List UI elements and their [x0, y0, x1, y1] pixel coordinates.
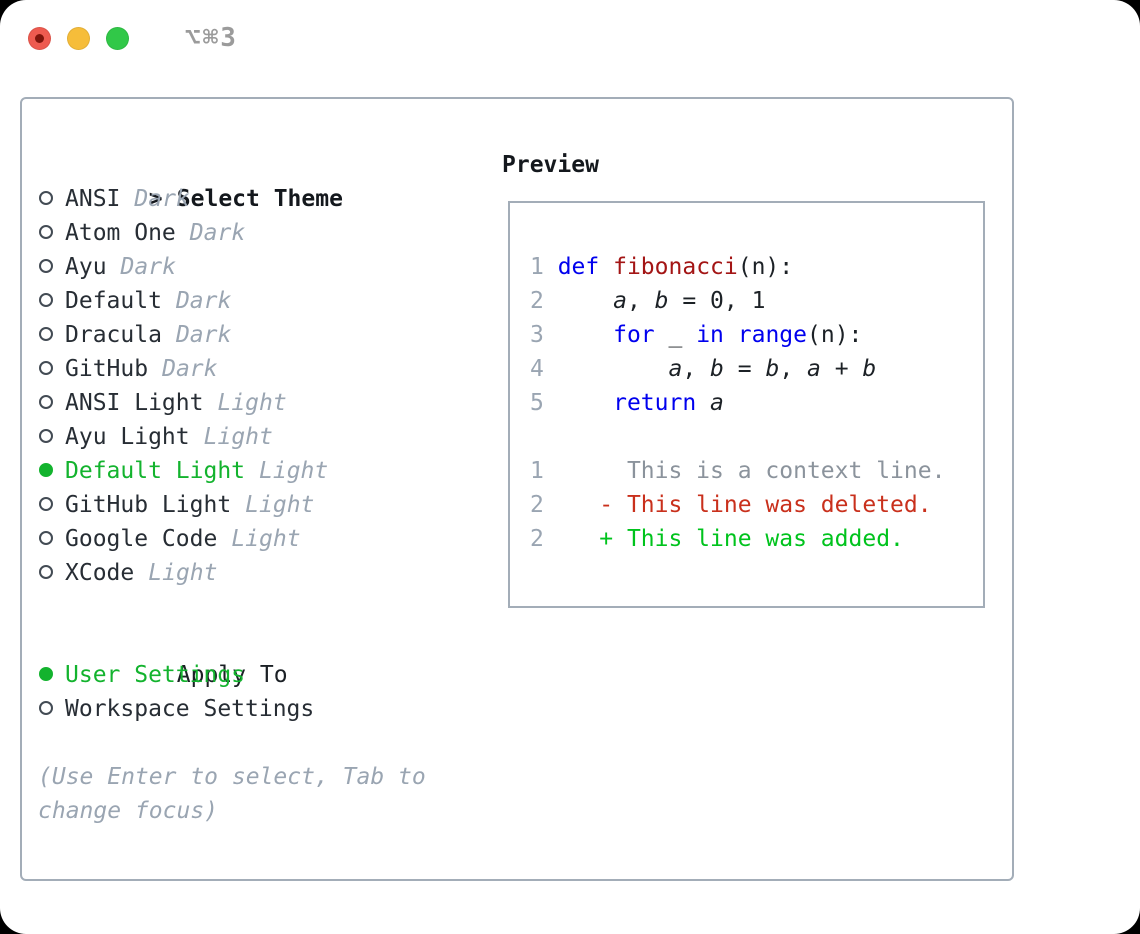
radio-icon: [39, 564, 53, 579]
code-line: 4 a, b = b, a + b: [530, 356, 877, 382]
option-label: ANSI Light: [65, 390, 204, 416]
apply-to-title: Apply To: [176, 662, 288, 688]
radio-icon: [39, 224, 53, 239]
option-variant-label: Light: [203, 424, 273, 450]
code-line: 5 return a: [530, 390, 724, 416]
option-label: XCode: [65, 560, 135, 586]
theme-option[interactable]: GitHub Dark: [38, 352, 488, 386]
option-label: Google Code: [65, 526, 218, 552]
option-variant-label: Dark: [162, 356, 218, 382]
prompt-caret: >: [148, 186, 163, 212]
option-variant-label: Dark: [175, 322, 232, 348]
select-theme-title: Select Theme: [176, 186, 343, 212]
window-title: ⌥⌘3: [185, 23, 238, 53]
option-variant-label: Light: [259, 458, 329, 484]
option-label: Default Light: [65, 458, 246, 484]
hint-text: (Use Enter to select, Tab to change focu…: [38, 764, 426, 824]
radio-selected-icon: [39, 462, 53, 477]
code-line: 3 for _ in range(n):: [530, 322, 863, 348]
line-number: 2: [530, 492, 558, 518]
radio-icon: [39, 258, 53, 273]
theme-option[interactable]: ANSI Dark: [38, 182, 488, 216]
zoom-button[interactable]: [106, 26, 129, 50]
line-number: 1: [530, 458, 558, 484]
radio-selected-icon: [39, 666, 53, 681]
option-label: Ayu: [65, 254, 107, 280]
diff-line-context: 1 This is a context line.: [530, 454, 983, 488]
unsaved-dot-icon: [35, 33, 44, 43]
line-number: 2: [530, 526, 558, 552]
option-label: GitHub: [65, 356, 149, 382]
code-line: 2 a, b = 0, 1: [530, 288, 766, 314]
theme-option[interactable]: Ayu Dark: [38, 250, 488, 284]
radio-icon: [39, 700, 53, 715]
diff-text: - This line was deleted.: [557, 492, 932, 518]
line-number: 5: [530, 390, 558, 416]
diff-line-added: 2 + This line was added.: [530, 522, 983, 556]
diff-text: This is a context line.: [557, 458, 946, 484]
blank-line: [530, 420, 983, 454]
minimize-button[interactable]: [67, 26, 90, 50]
radio-icon: [39, 394, 53, 409]
preview-box: 1 def fibonacci(n): 2 a, b = 0, 1 3 for _ …: [508, 201, 985, 608]
select-theme-header: > Select Theme: [38, 148, 488, 212]
option-label: Ayu Light: [65, 424, 190, 450]
theme-option[interactable]: XCode Light: [38, 556, 488, 590]
option-label: Dracula: [65, 322, 162, 348]
preview-code-block: 1 def fibonacci(n): 2 a, b = 0, 1 3 for _ …: [530, 250, 983, 420]
diff-line-deleted: 2 - This line was deleted.: [530, 488, 983, 522]
theme-option[interactable]: Default Light Light: [38, 454, 488, 488]
apply-to-option[interactable]: User Settings: [38, 658, 488, 692]
titlebar: ⌥⌘3: [28, 23, 238, 53]
apply-to-option[interactable]: Workspace Settings: [38, 692, 488, 726]
option-variant-label: Dark: [134, 186, 190, 212]
code-line: 1 def fibonacci(n):: [530, 254, 794, 280]
option-variant-label: Dark: [189, 220, 246, 246]
option-label: User Settings: [65, 662, 246, 688]
option-label: ANSI: [65, 186, 121, 212]
option-label: Default: [65, 288, 162, 314]
option-variant-label: Light: [245, 492, 315, 518]
radio-icon: [39, 360, 53, 375]
preview-diff-block: 1 This is a context line.2 - This line w…: [530, 454, 983, 556]
option-label: Workspace Settings: [65, 696, 315, 722]
theme-option[interactable]: Ayu Light Light: [38, 420, 488, 454]
option-label: GitHub Light: [65, 492, 232, 518]
line-number: 2: [530, 288, 558, 314]
option-variant-label: Light: [231, 526, 301, 552]
option-label: Atom One: [65, 220, 176, 246]
theme-option[interactable]: Dracula Dark: [38, 318, 488, 352]
preview-title: Preview: [502, 152, 599, 178]
radio-icon: [39, 326, 53, 341]
theme-option[interactable]: Google Code Light: [38, 522, 488, 556]
apply-to-header: Apply To: [38, 624, 488, 688]
radio-icon: [39, 428, 53, 443]
theme-option[interactable]: Default Dark: [38, 284, 488, 318]
option-variant-label: Dark: [120, 254, 176, 280]
diff-text: + This line was added.: [557, 526, 904, 552]
option-variant-label: Dark: [175, 288, 232, 314]
option-variant-label: Light: [148, 560, 218, 586]
close-button[interactable]: [28, 26, 51, 50]
line-number: 3: [530, 322, 558, 348]
theme-option[interactable]: ANSI Light Light: [38, 386, 488, 420]
option-variant-label: Light: [217, 390, 287, 416]
radio-icon: [39, 530, 53, 545]
line-number: 1: [530, 254, 558, 280]
radio-icon: [39, 496, 53, 511]
line-number: 4: [530, 356, 558, 382]
theme-option[interactable]: GitHub Light Light: [38, 488, 488, 522]
radio-icon: [39, 292, 53, 307]
radio-icon: [39, 190, 53, 205]
theme-option[interactable]: Atom One Dark: [38, 216, 488, 250]
